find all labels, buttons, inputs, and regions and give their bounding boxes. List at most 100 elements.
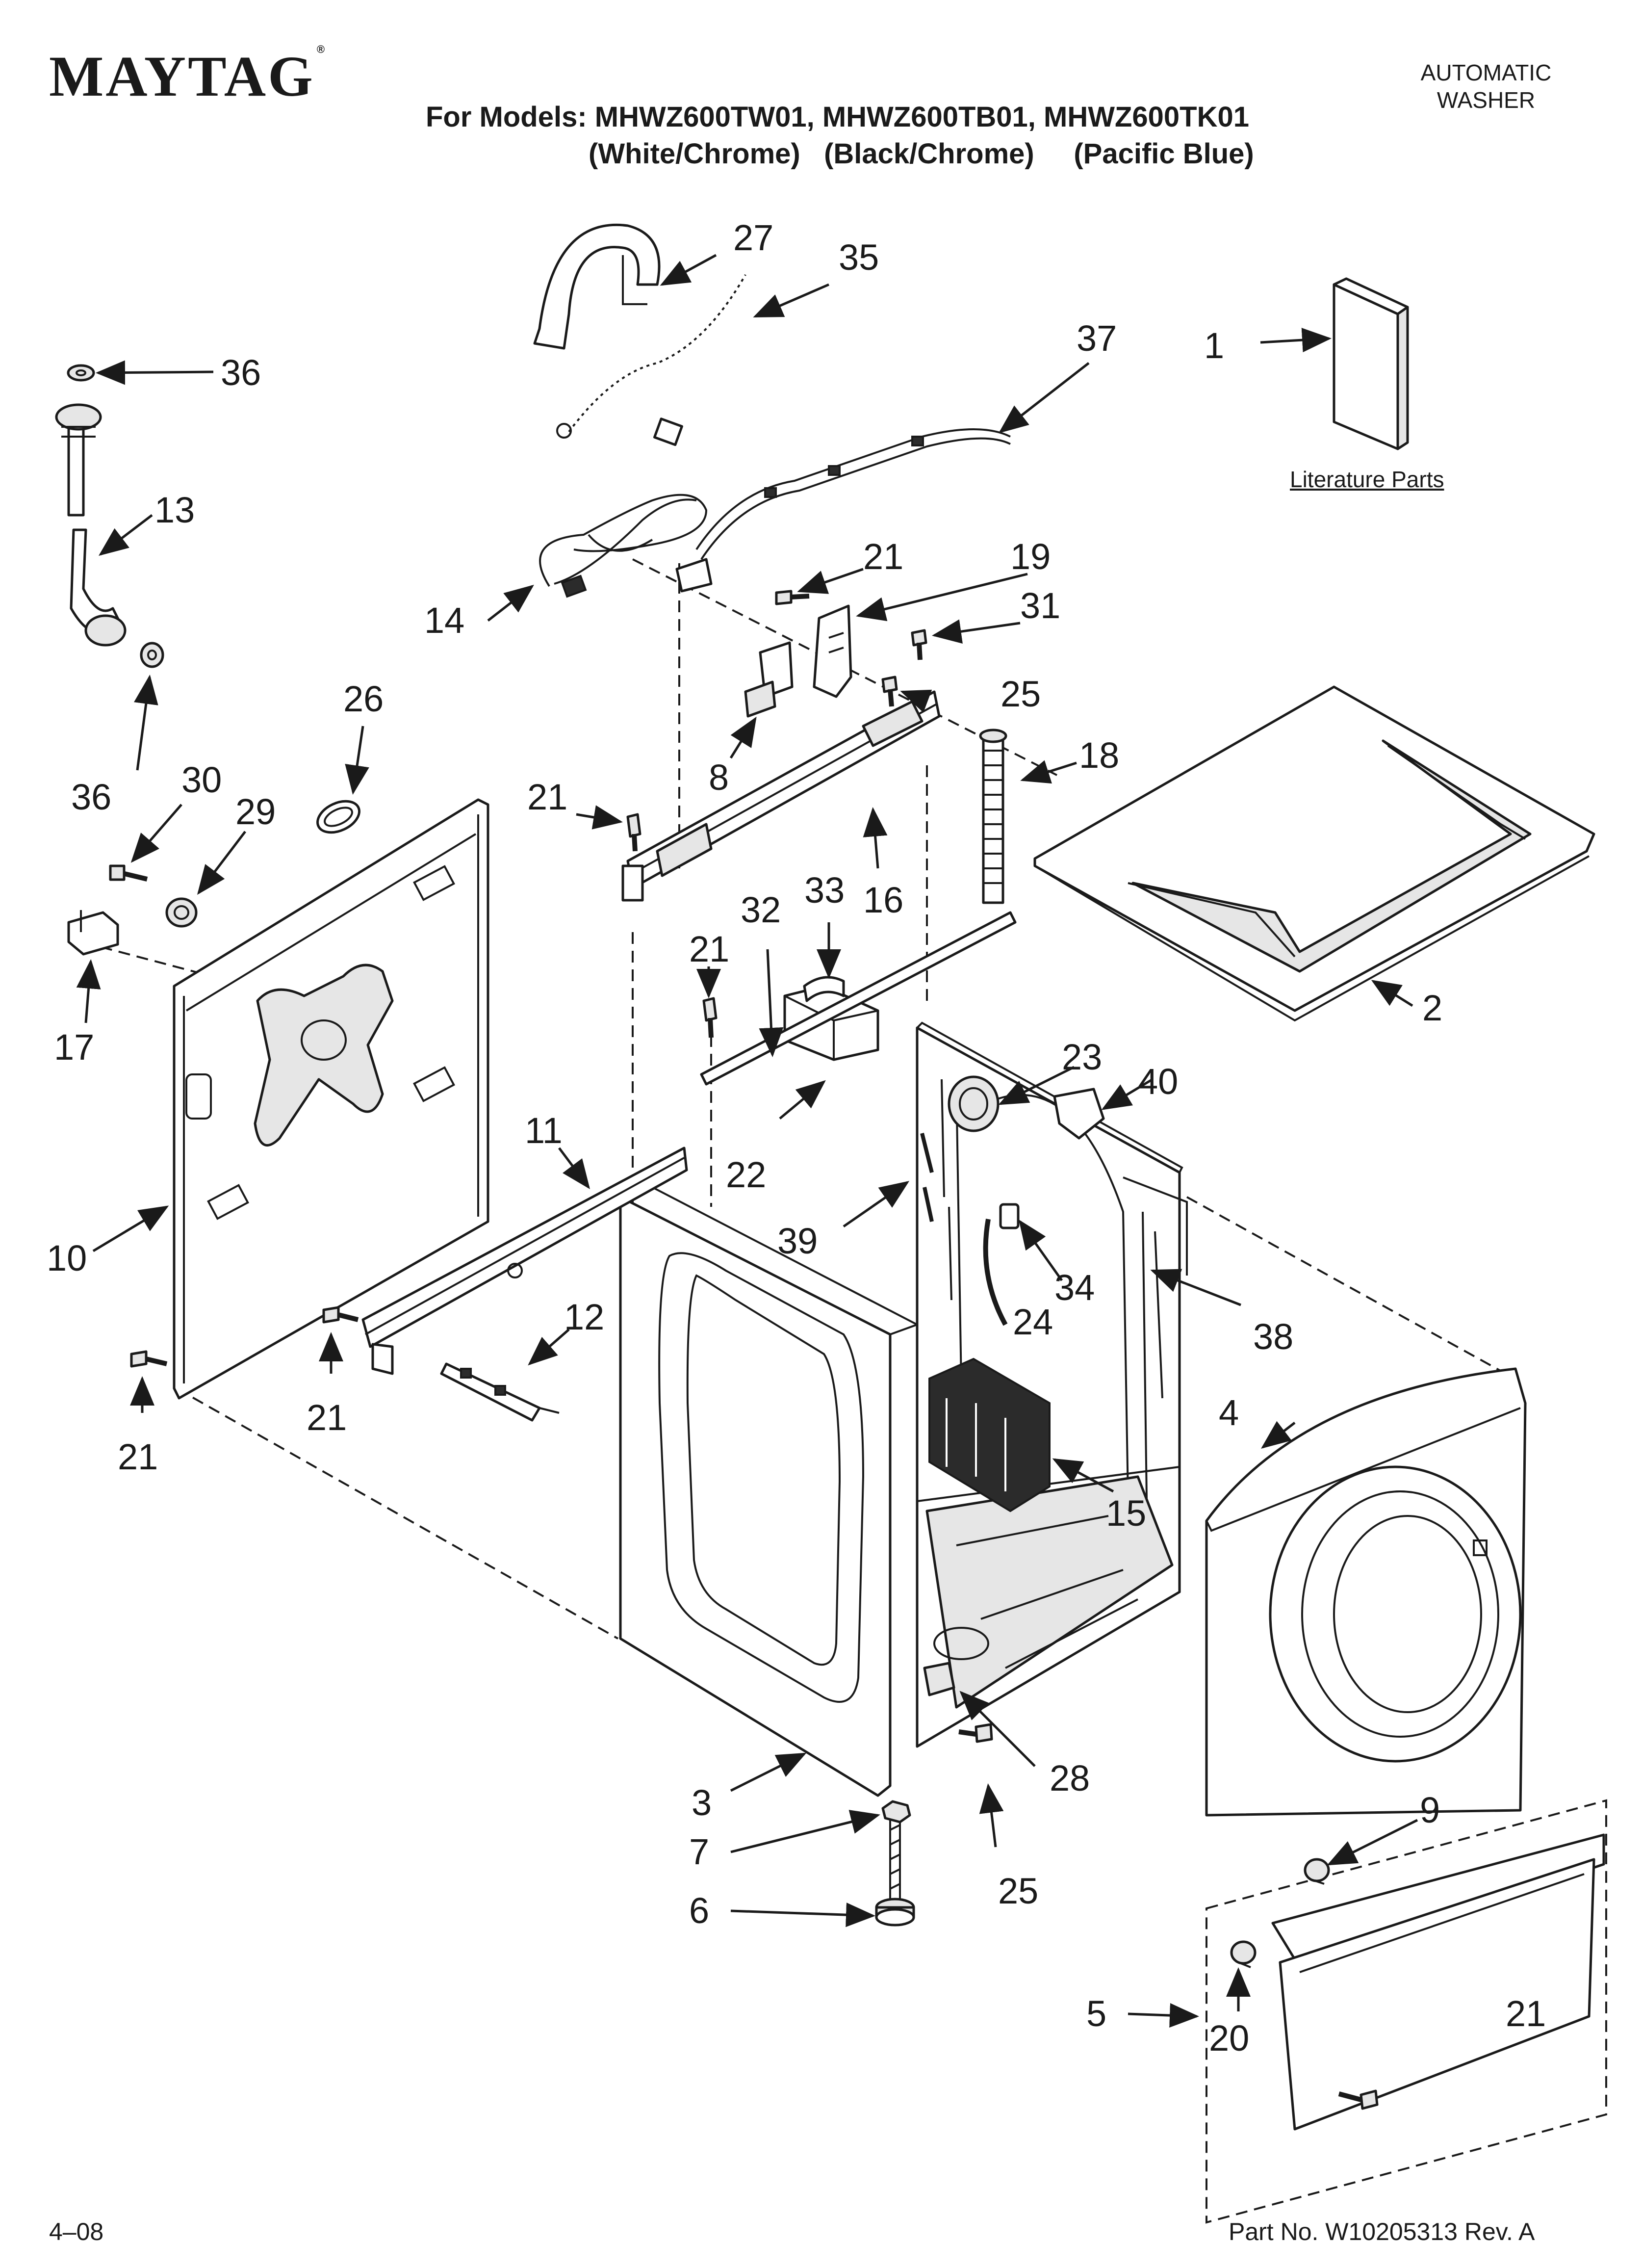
- callout-30: 30: [181, 759, 222, 800]
- part-3-side-panel: [619, 1186, 920, 1797]
- leader-lines: [76, 254, 1418, 2028]
- callout-19: 19: [1010, 536, 1051, 577]
- callout-23: 23: [1062, 1037, 1102, 1077]
- callout-27: 27: [733, 217, 773, 258]
- part-36-washer-top: [67, 364, 95, 382]
- part-5-toe-panel: [1271, 1833, 1605, 2131]
- part-10-rear-panel: [173, 798, 489, 1400]
- part-1-literature: [1333, 277, 1409, 450]
- part-23-pressure-switch: [948, 1075, 1000, 1132]
- callout-32: 32: [741, 889, 781, 930]
- callout-8: 8: [709, 757, 729, 798]
- part-17-bracket: [67, 910, 119, 956]
- callout-28: 28: [1050, 1758, 1090, 1799]
- callout-21-e: 21: [118, 1436, 158, 1477]
- part-36-washer-bottom: [140, 642, 164, 668]
- part-28-clip: [923, 1662, 955, 1696]
- part-16-support-bracket: [621, 690, 941, 902]
- callout-17: 17: [54, 1027, 94, 1068]
- callout-2: 2: [1422, 988, 1442, 1028]
- product-type-line1: AUTOMATIC: [1420, 60, 1552, 85]
- callout-22: 22: [726, 1154, 766, 1195]
- callout-38: 38: [1253, 1316, 1293, 1357]
- callout-39: 39: [777, 1221, 818, 1261]
- callout-labels: 1 2 3 4 5 6 7 8 9 10 11 12 13 14 15 16 1…: [47, 217, 1546, 2059]
- registered-mark: ®: [316, 43, 327, 55]
- callout-20: 20: [1209, 2018, 1249, 2059]
- callout-4: 4: [1219, 1392, 1239, 1433]
- part-18-fill-hose: [979, 729, 1007, 904]
- part-11-front-brace: [361, 1147, 688, 1375]
- callout-14: 14: [424, 600, 464, 641]
- part-37-wire-harness: [675, 428, 1011, 593]
- callout-33: 33: [804, 870, 845, 911]
- product-type-line2: WASHER: [1437, 87, 1536, 113]
- part-7-nut: [881, 1800, 911, 1824]
- callout-31: 31: [1020, 585, 1060, 626]
- callout-29: 29: [235, 791, 276, 832]
- part-33-clip: [803, 976, 845, 1002]
- callout-40: 40: [1138, 1061, 1178, 1102]
- callout-18: 18: [1079, 735, 1119, 776]
- part-20-clip: [1230, 1940, 1257, 1968]
- callout-1: 1: [1204, 325, 1224, 366]
- part-13-drain-hose: [55, 403, 127, 647]
- callout-21-c: 21: [689, 929, 729, 969]
- callout-11: 11: [525, 1110, 563, 1151]
- part-25-screws: [881, 676, 993, 1743]
- part-8-lid-switch: [744, 641, 794, 718]
- callout-3: 3: [692, 1782, 712, 1823]
- callout-21-b: 21: [527, 777, 567, 817]
- part-12-heater: [440, 1362, 560, 1422]
- brand-logo: MAYTAG®: [49, 43, 327, 110]
- callout-5: 5: [1086, 1993, 1106, 2034]
- date-code: 4–08: [49, 2218, 104, 2245]
- part-19-latch-bracket: [813, 604, 852, 698]
- part-24-hose: [983, 1219, 1008, 1326]
- callout-6: 6: [689, 1890, 709, 1931]
- callout-25-a: 25: [1001, 674, 1041, 714]
- part-15-control-board: [928, 1357, 1051, 1512]
- brand-name: MAYTAG: [49, 44, 315, 108]
- part-39-wire-clip: [920, 1133, 934, 1222]
- callout-21-d: 21: [307, 1397, 347, 1438]
- part-34-cap: [999, 1203, 1020, 1229]
- part-21-screws: [130, 590, 1379, 2110]
- callout-13: 13: [154, 490, 195, 530]
- callout-35: 35: [839, 237, 879, 278]
- part-27-hose-guide: [533, 224, 661, 350]
- part-38-cabinet-frame: [916, 1021, 1188, 1748]
- part-30-screw: [109, 864, 148, 882]
- callout-9: 9: [1420, 1790, 1440, 1830]
- callout-7: 7: [689, 1831, 709, 1872]
- callout-34: 34: [1054, 1267, 1095, 1308]
- part-40-strain-relief: [1053, 1088, 1105, 1140]
- part-14-power-cord: [539, 417, 708, 598]
- callout-25-b: 25: [998, 1871, 1038, 1911]
- part-number: Part No. W10205313 Rev. A: [1229, 2218, 1535, 2245]
- part-6-leveling-foot: [875, 1818, 915, 1927]
- callout-24: 24: [1013, 1302, 1053, 1342]
- part-35-bead-strap: [568, 274, 746, 433]
- callout-26: 26: [343, 678, 384, 719]
- callout-15: 15: [1106, 1493, 1146, 1534]
- product-type: AUTOMATIC WASHER: [1412, 59, 1560, 114]
- callout-16: 16: [863, 880, 903, 920]
- callout-10: 10: [47, 1238, 87, 1278]
- callout-37: 37: [1077, 318, 1117, 359]
- part-29-locknut: [165, 897, 198, 928]
- part-2-top-panel: [1033, 685, 1595, 1022]
- callout-36-b: 36: [71, 777, 111, 817]
- models-line: For Models: MHWZ600TW01, MHWZ600TB01, MH…: [426, 101, 1249, 133]
- callout-21-f: 21: [1506, 1993, 1546, 2034]
- variants-line: (White/Chrome) (Black/Chrome) (Pacific B…: [589, 138, 1254, 170]
- callout-21-a: 21: [863, 536, 903, 577]
- callout-36-a: 36: [221, 352, 261, 393]
- part-26-grommet: [316, 800, 360, 834]
- literature-parts-label: Literature Parts: [1290, 467, 1444, 492]
- part-4-front-panel: [1205, 1367, 1527, 1817]
- part-31-screw: [911, 629, 927, 660]
- callout-12: 12: [564, 1297, 604, 1337]
